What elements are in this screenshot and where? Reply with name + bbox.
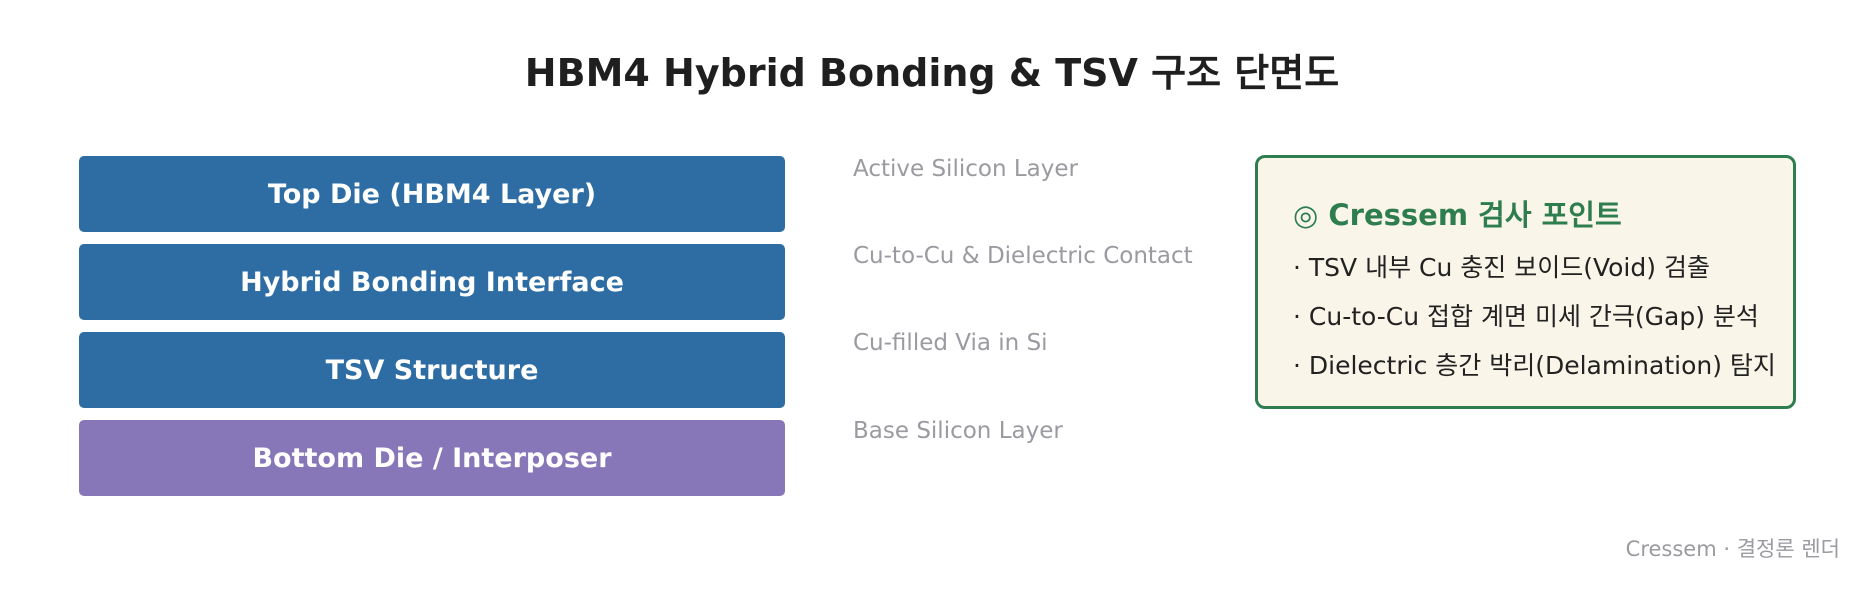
layer-hybrid-bonding-description: Cu-to-Cu & Dielectric Contact: [853, 243, 1193, 269]
layer-bottom-die: Bottom Die / Interposer: [79, 420, 785, 496]
layer-hybrid-bonding: Hybrid Bonding Interface: [79, 244, 785, 320]
inspection-item-delamination: · Dielectric 층간 박리(Delamination) 탐지: [1293, 351, 1776, 380]
inspection-panel-title: ◎ Cressem 검사 포인트: [1293, 198, 1622, 232]
inspection-item-void: · TSV 내부 Cu 충진 보이드(Void) 검출: [1293, 253, 1710, 282]
layer-tsv-description: Cu-filled Via in Si: [853, 330, 1048, 356]
inspection-item-gap: · Cu-to-Cu 접합 계면 미세 간극(Gap) 분석: [1293, 302, 1759, 331]
footer-credit: Cressem · 결정론 렌더: [1625, 537, 1840, 561]
layer-tsv-label: TSV Structure: [325, 354, 539, 386]
diagram-title: HBM4 Hybrid Bonding & TSV 구조 단면도: [524, 51, 1340, 95]
layer-stack: Top Die (HBM4 Layer) Hybrid Bonding Inte…: [79, 156, 785, 496]
layer-top-die: Top Die (HBM4 Layer): [79, 156, 785, 232]
layer-hybrid-bonding-label: Hybrid Bonding Interface: [240, 266, 624, 298]
layer-bottom-die-label: Bottom Die / Interposer: [252, 442, 612, 474]
layer-tsv: TSV Structure: [79, 332, 785, 408]
layer-top-die-label: Top Die (HBM4 Layer): [267, 178, 597, 210]
layer-top-die-description: Active Silicon Layer: [853, 156, 1078, 182]
layer-bottom-die-description: Base Silicon Layer: [853, 418, 1063, 444]
inspection-panel: ◎ Cressem 검사 포인트 · TSV 내부 Cu 충진 보이드(Void…: [1255, 155, 1796, 409]
